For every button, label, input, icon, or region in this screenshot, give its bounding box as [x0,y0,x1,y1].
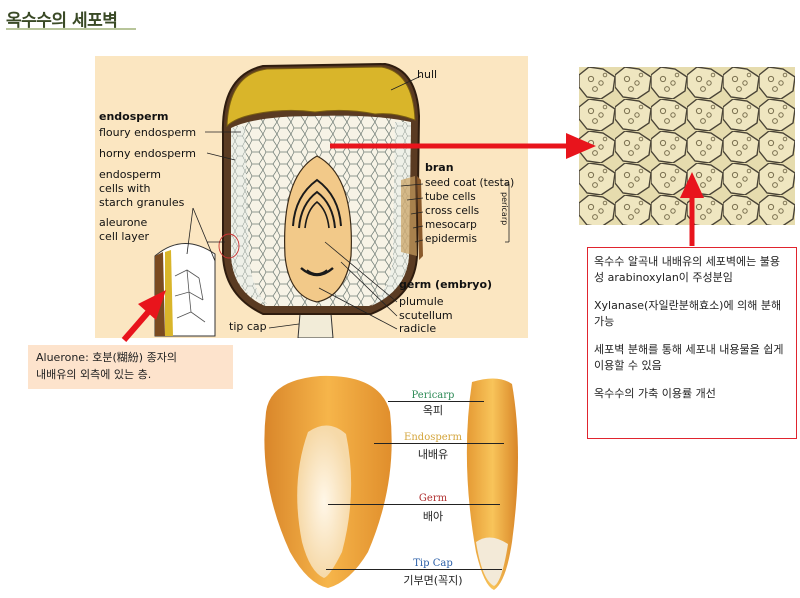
photo-label-endosperm-ko: 내배유 [417,448,449,461]
label-scutellum: scutellum [399,309,453,322]
label-epidermis: epidermis [425,233,477,245]
aleurone-note-box: Aluerone: 호분(糊紛) 종자의 내배유의 외측에 있는 층. [28,345,233,389]
photo-label-endosperm: Endosperm [404,432,462,443]
photo-label-germ-ko: 배아 [422,510,444,523]
label-aleurone-2: cell layer [99,230,150,243]
arabinoxylan-note-box: 옥수수 알곡내 내배유의 세포벽에는 불용성 arabinoxylan이 주성분… [587,247,797,439]
label-seed-coat: seed coat (testa) [425,177,515,189]
label-tip-cap: tip cap [229,320,267,333]
label-aleurone-1: aleurone [99,216,148,229]
label-plumule: plumule [399,295,444,308]
label-pericarp-bracket: pericarp [500,192,509,226]
kernel-photo-image [264,375,518,590]
photo-label-tip-cap: Tip Cap [413,558,453,569]
label-floury-endosperm: floury endosperm [99,126,197,139]
germ-line [328,504,500,505]
page-title: 옥수수의 세포벽 [6,11,118,31]
photo-label-pericarp: Pericarp [411,390,455,401]
label-starch-cells-1: endosperm [99,168,161,181]
label-mesocarp: mesocarp [425,219,477,231]
label-hull: hull [417,68,438,81]
label-germ: germ (embryo) [399,278,493,291]
kernel-photo: Pericarp 옥피 Endosperm 내배유 Germ 배아 Tip Ca… [250,372,540,594]
label-radicle: radicle [399,322,437,335]
photo-label-germ: Germ [418,493,448,504]
note-paragraph-4: 옥수수의 가축 이용률 개선 [594,387,716,400]
note-paragraph-2: Xylanase(자일란분해효소)에 의해 분해 가능 [594,299,782,328]
label-horny-endosperm: horny endosperm [99,147,196,160]
cell-wall-micrograph [579,67,795,225]
label-cross-cells: cross cells [425,205,480,217]
label-starch-cells-2: cells with [99,182,151,195]
kernel-illustration [154,62,510,339]
aleurone-note-line-1: Aluerone: 호분(糊紛) 종자의 [36,351,177,364]
endosperm-line [374,443,504,444]
note-paragraph-1: 옥수수 알곡내 내배유의 세포벽에는 불용성 arabinoxylan이 주성분… [594,255,781,284]
pericarp-line [388,401,484,402]
label-tube-cells: tube cells [425,191,476,203]
kernel-diagram: hull endosperm floury endosperm horny en… [95,56,528,339]
note-paragraph-3: 세포벽 분해를 통해 세포내 내용물을 쉽게 이용할 수 있음 [594,343,784,372]
micrograph-image [579,67,795,225]
tip-cap-line [326,569,502,570]
label-endosperm: endosperm [99,110,169,123]
photo-label-pericarp-ko: 옥피 [422,404,444,417]
photo-label-tip-cap-ko: 기부면(꼭지) [403,574,463,587]
label-starch-cells-3: starch granules [99,196,185,209]
label-bran: bran [425,161,454,174]
aleurone-note-line-2: 내배유의 외측에 있는 층. [36,368,152,381]
title-underline [6,28,136,30]
